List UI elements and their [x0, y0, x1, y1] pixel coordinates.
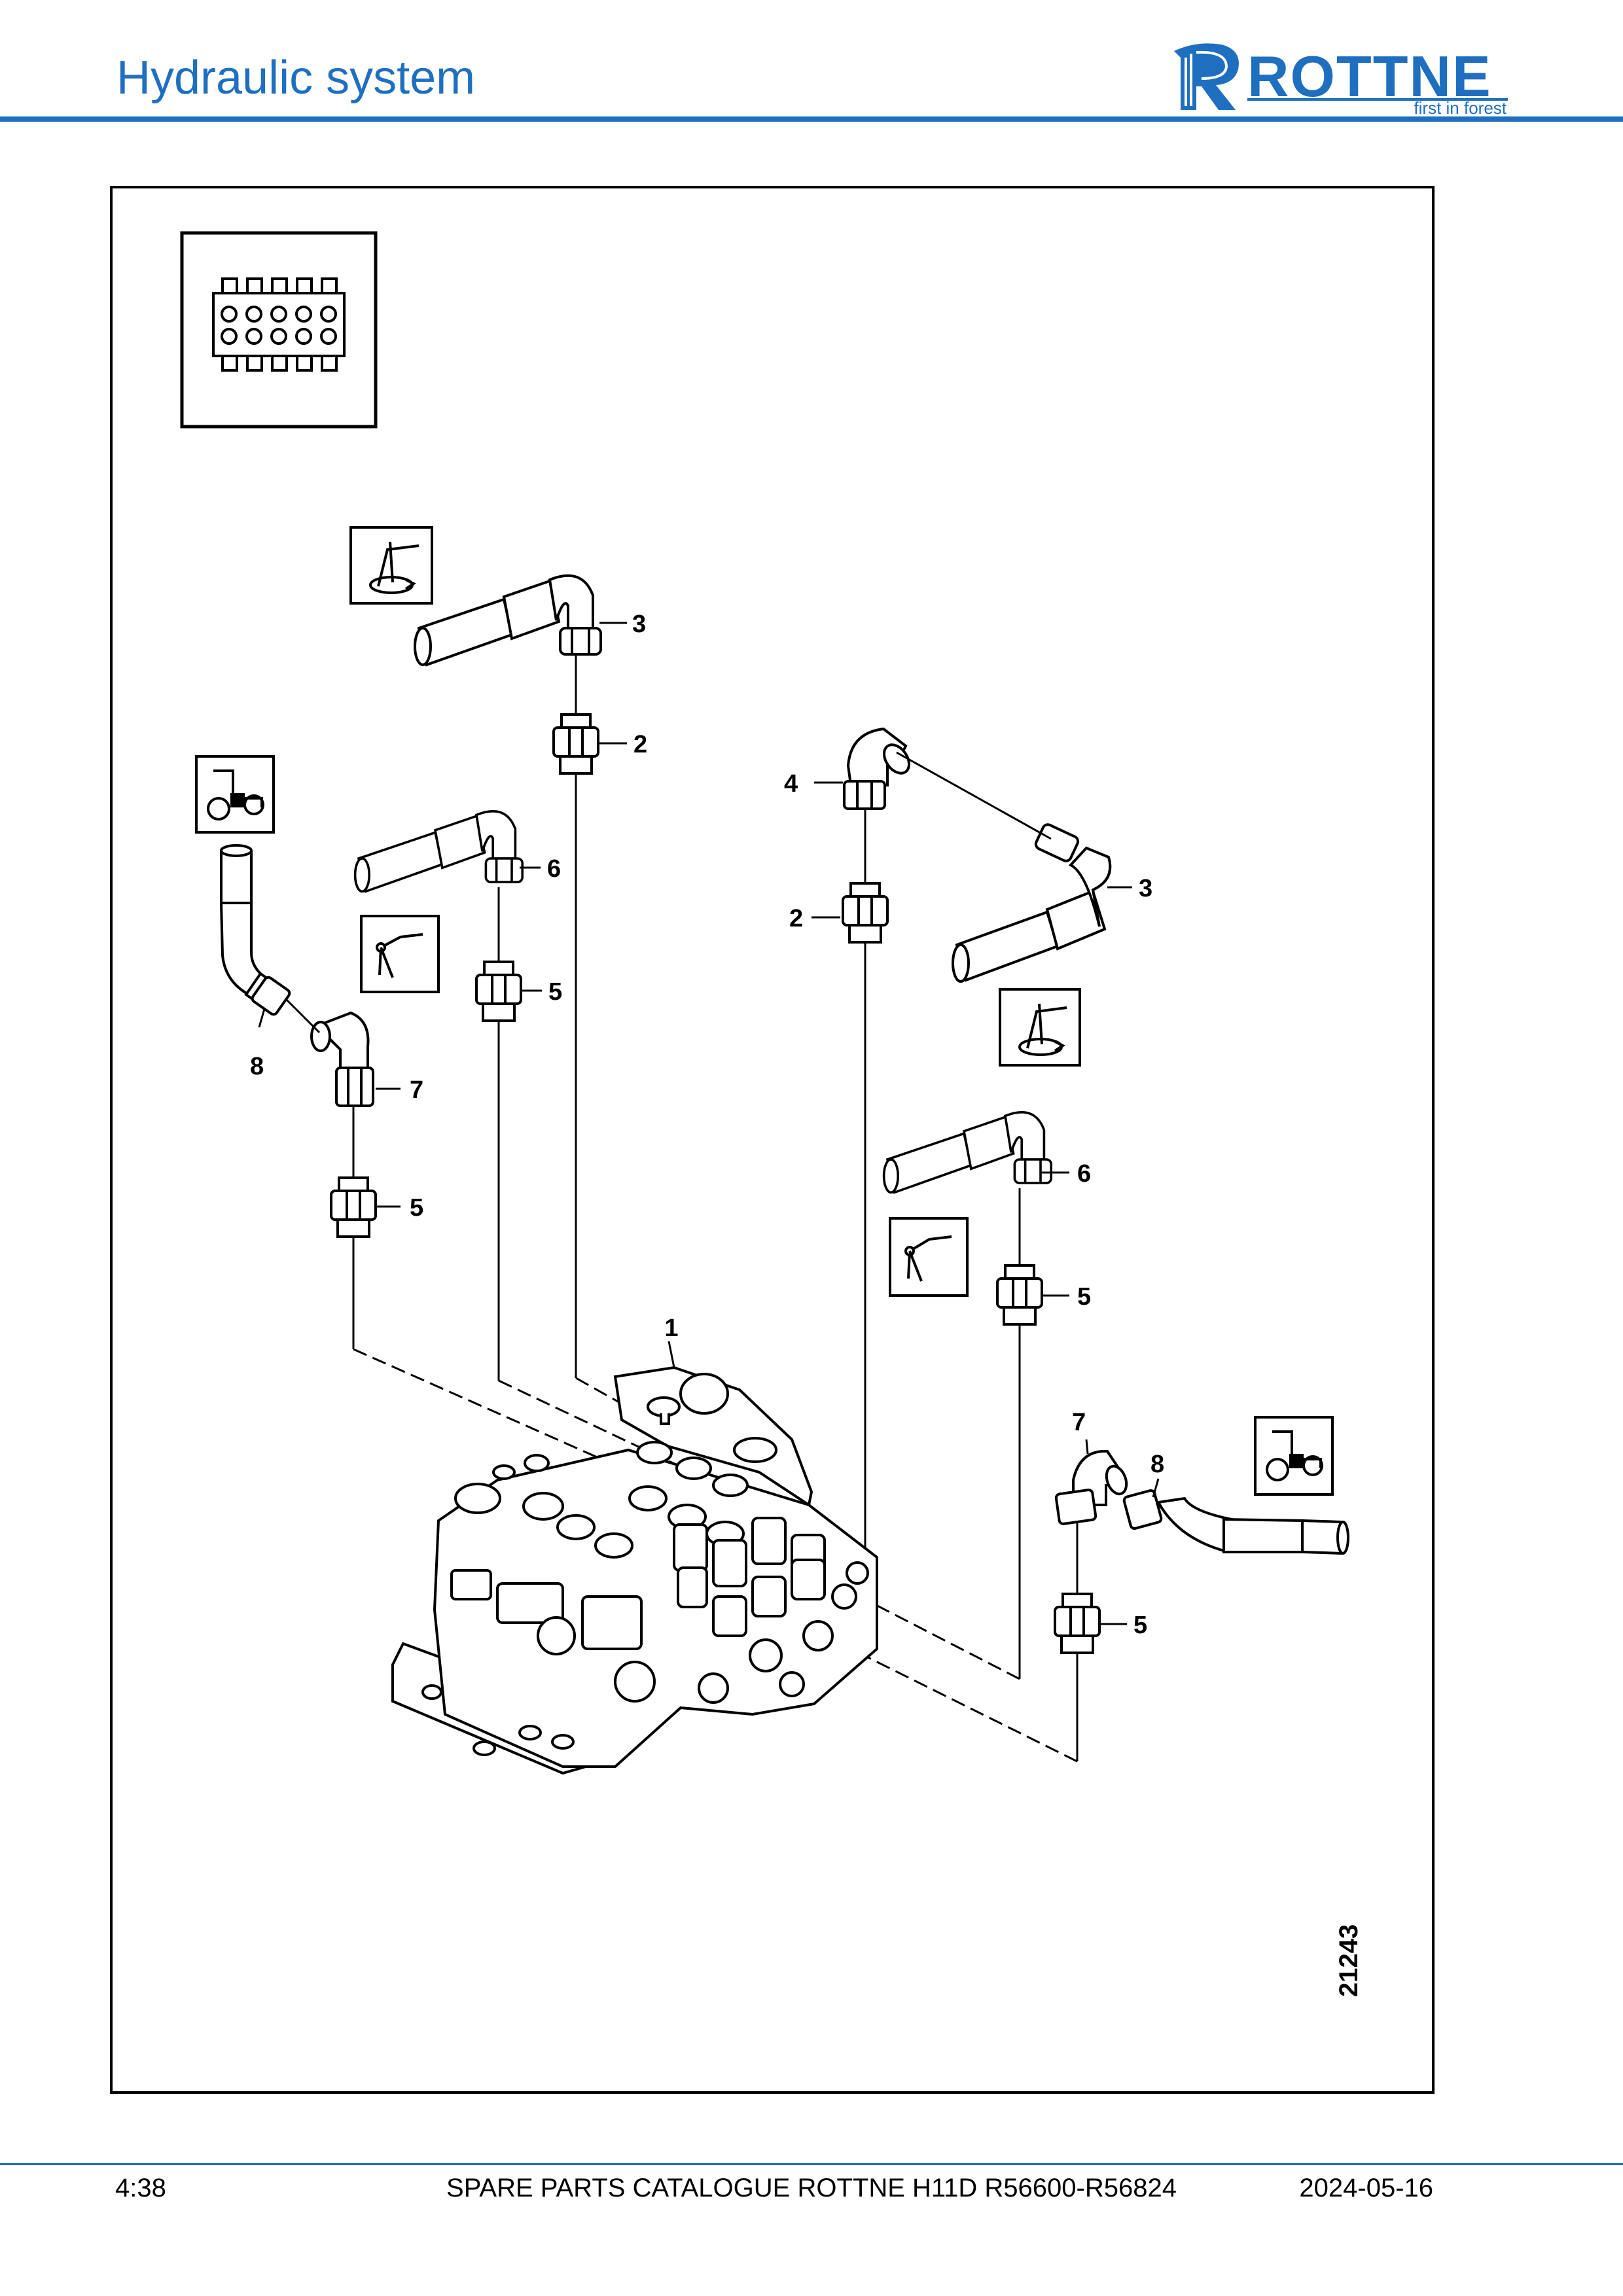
adapter-nipple-5-d	[1054, 1593, 1101, 1654]
callout-3-left: 3	[632, 610, 646, 638]
valve-section-icon	[180, 231, 378, 429]
adapter-nipple-5-c	[996, 1264, 1043, 1326]
callout-8-right: 8	[1150, 1451, 1164, 1478]
logo-tagline: first in forest	[1414, 98, 1507, 118]
hose-elbow-3-right	[952, 823, 1112, 983]
rottne-logo: ROTTNE first in forest	[1170, 38, 1510, 118]
adapter-nipple-2-left	[552, 713, 599, 775]
crane-boom-icon	[889, 1217, 969, 1297]
elbow-7-left	[310, 1011, 374, 1107]
publish-date: 2024-05-16	[1299, 2174, 1433, 2202]
callout-5-c: 5	[1077, 1283, 1091, 1311]
callout-2-right: 2	[789, 905, 803, 932]
slewing-icon	[999, 988, 1081, 1067]
logo-wordmark: ROTTNE	[1247, 44, 1492, 109]
connection-lines	[284, 654, 1079, 1761]
elbow-7-right	[1054, 1449, 1128, 1525]
hose-8-right	[1122, 1489, 1349, 1555]
callout-5-b: 5	[410, 1194, 423, 1222]
callout-leaders	[258, 622, 1160, 1625]
callout-8-left: 8	[250, 1053, 264, 1080]
adapter-nipple-5-a	[475, 961, 522, 1022]
callout-7-left: 7	[410, 1076, 423, 1104]
callout-5-d: 5	[1133, 1612, 1147, 1639]
drawing-number: 21243	[1334, 1924, 1363, 1997]
elbow-4	[843, 727, 911, 810]
callout-2-left: 2	[633, 731, 647, 758]
hose-elbow-6-left	[353, 809, 524, 893]
hose-elbow-3-left	[414, 574, 602, 666]
adapter-nipple-5-b	[330, 1176, 377, 1238]
tractor-icon	[1254, 1416, 1334, 1496]
control-valve-block	[391, 1366, 878, 1775]
rottne-r-mark-icon	[1174, 43, 1239, 110]
drawing-frame	[110, 186, 1435, 2094]
callouts: 1 3 2 4 2 3 6 5 8 7 5 6 5 7 8 5	[250, 610, 1164, 1639]
adapter-nipple-2-right	[842, 882, 889, 944]
callout-1: 1	[664, 1315, 678, 1342]
callout-6-right: 6	[1077, 1160, 1091, 1188]
callout-4: 4	[784, 770, 798, 798]
callout-6-left: 6	[547, 855, 561, 883]
callout-7-right: 7	[1072, 1409, 1086, 1436]
hose-8-left	[219, 844, 291, 1016]
hose-elbow-6-right	[882, 1110, 1052, 1194]
page-title: Hydraulic system	[116, 52, 476, 104]
header-rule	[0, 116, 1623, 122]
page-number: 4:38	[115, 2174, 166, 2202]
logo-underline	[1247, 98, 1508, 101]
catalogue-title: SPARE PARTS CATALOGUE ROTTNE H11D R56600…	[446, 2174, 1177, 2202]
tractor-icon	[195, 755, 275, 834]
callout-3-right: 3	[1139, 875, 1152, 902]
crane-boom-icon	[360, 915, 440, 993]
footer-rule	[0, 2163, 1623, 2165]
callout-5-a: 5	[548, 978, 562, 1006]
slewing-icon	[349, 526, 433, 605]
